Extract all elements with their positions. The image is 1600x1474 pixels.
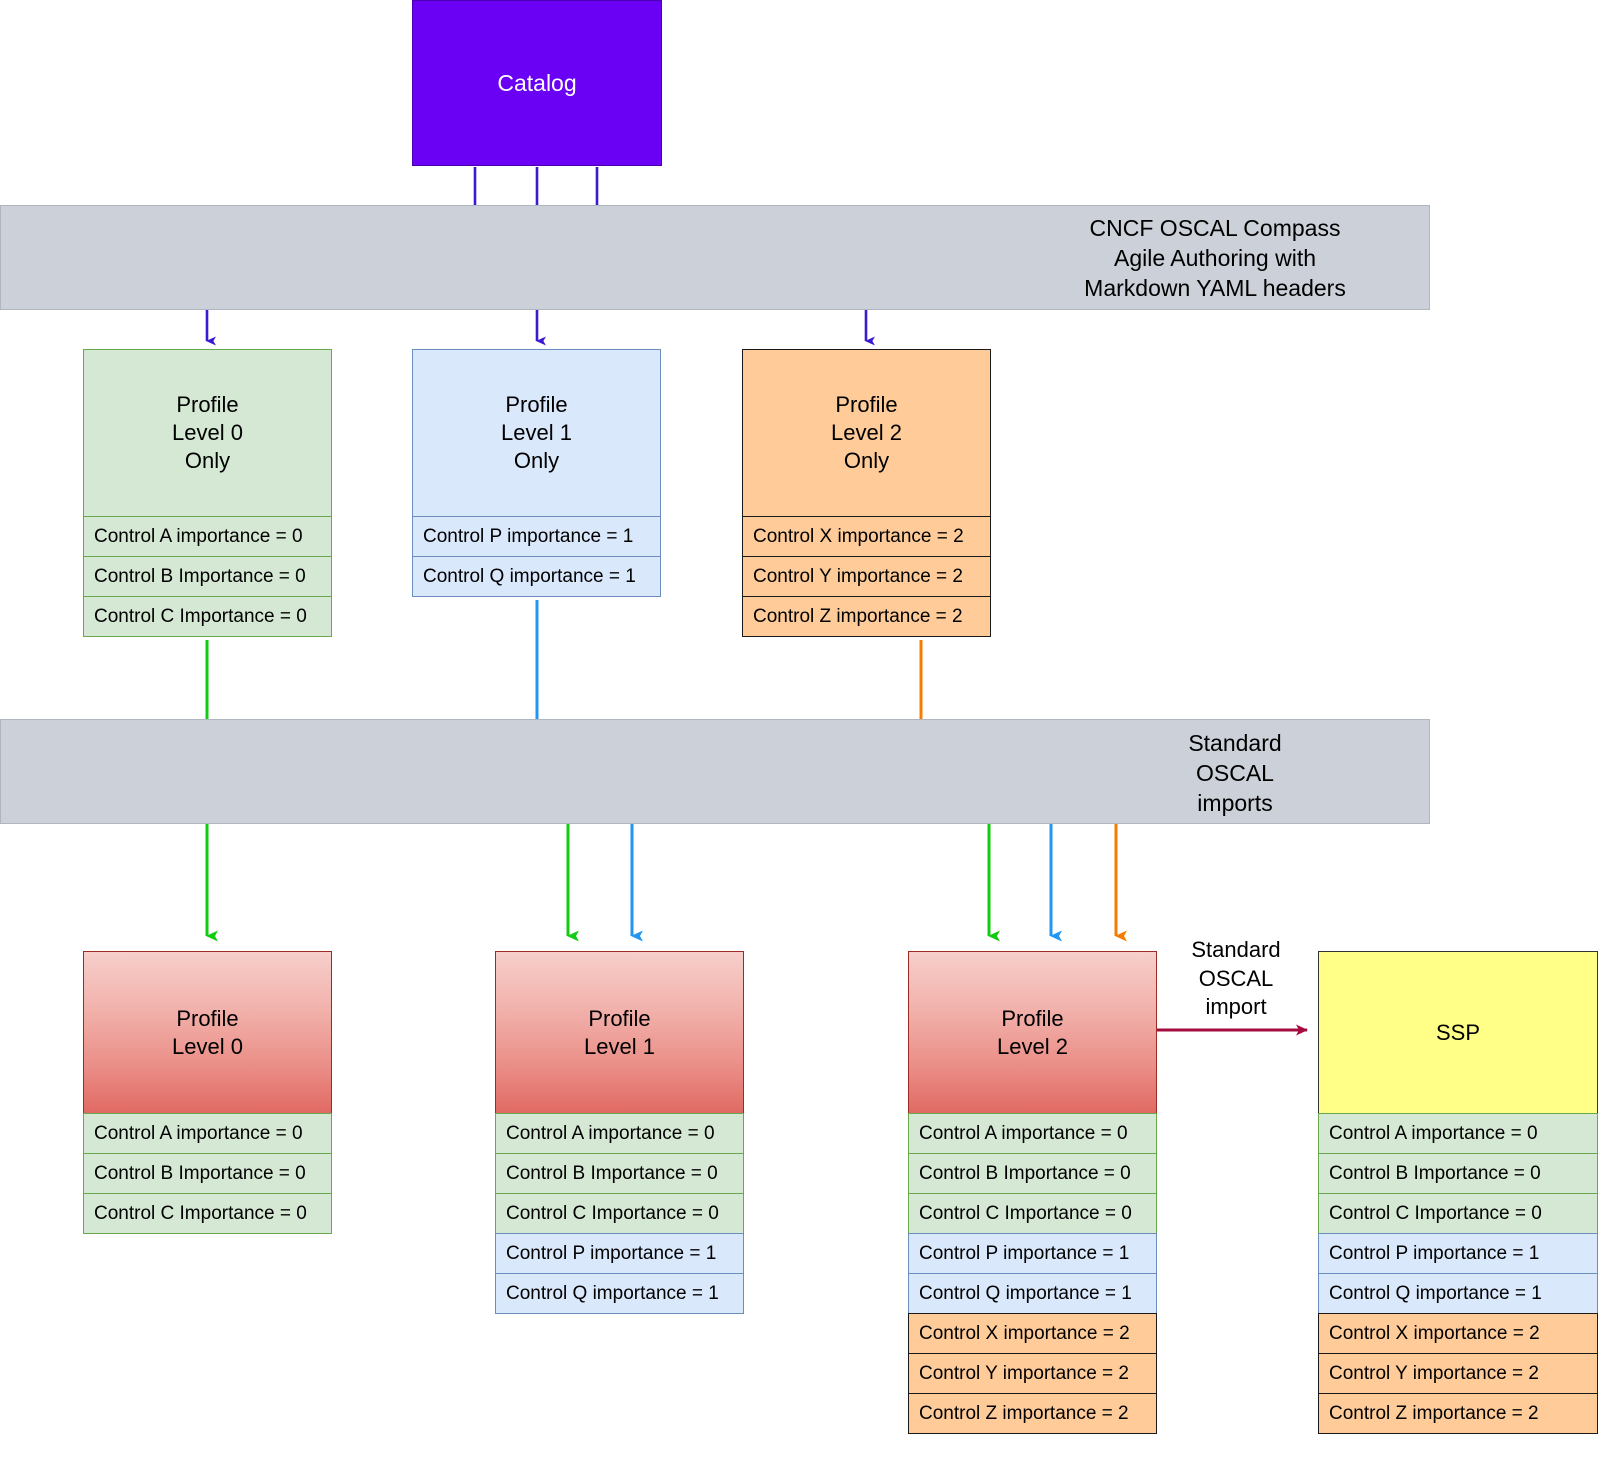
resolved-profile-level-1-header: Profile Level 1: [495, 951, 744, 1114]
control-row: Control C Importance = 0: [83, 596, 332, 637]
banner-authoring-label: CNCF OSCAL Compass Agile Authoring with …: [1084, 215, 1346, 301]
control-row: Control Q importance = 1: [412, 556, 661, 597]
control-row: Control C Importance = 0: [83, 1193, 332, 1234]
banner-imports: [0, 719, 1430, 824]
catalog-header-label: Catalog: [412, 0, 662, 166]
control-row: Control A importance = 0: [83, 516, 332, 557]
banner-authoring: [0, 205, 1430, 310]
node-profile-level-0-only[interactable]: Profile Level 0 Only Control A importanc…: [83, 349, 332, 637]
control-row: Control P importance = 1: [908, 1233, 1157, 1274]
profile-level-0-only-header: Profile Level 0 Only: [83, 349, 332, 517]
node-resolved-profile-level-1[interactable]: Profile Level 1 Control A importance = 0…: [495, 951, 744, 1314]
resolved-profile-level-0-header: Profile Level 0: [83, 951, 332, 1114]
node-resolved-profile-level-2[interactable]: Profile Level 2 Control A importance = 0…: [908, 951, 1157, 1434]
node-profile-level-1-only[interactable]: Profile Level 1 Only Control P importanc…: [412, 349, 661, 597]
control-row: Control B Importance = 0: [83, 1153, 332, 1194]
profile-level-1-only-header: Profile Level 1 Only: [412, 349, 661, 517]
control-row: Control P importance = 1: [1318, 1233, 1598, 1274]
edge-label-ssp-import: Standard OSCAL import: [1191, 937, 1281, 1020]
node-ssp[interactable]: SSP Control A importance = 0 Control B I…: [1318, 951, 1598, 1434]
node-catalog[interactable]: Catalog: [412, 0, 662, 166]
control-row: Control A importance = 0: [83, 1113, 332, 1154]
control-row: Control B Importance = 0: [495, 1153, 744, 1194]
control-row: Control Q importance = 1: [495, 1273, 744, 1314]
ssp-header: SSP: [1318, 951, 1598, 1114]
control-row: Control A importance = 0: [908, 1113, 1157, 1154]
control-row: Control Q importance = 1: [1318, 1273, 1598, 1314]
control-row: Control C Importance = 0: [495, 1193, 744, 1234]
resolved-profile-level-2-header: Profile Level 2: [908, 951, 1157, 1114]
control-row: Control A importance = 0: [495, 1113, 744, 1154]
control-row: Control Z importance = 2: [1318, 1393, 1598, 1434]
control-row: Control X importance = 2: [908, 1313, 1157, 1354]
node-resolved-profile-level-0[interactable]: Profile Level 0 Control A importance = 0…: [83, 951, 332, 1234]
control-row: Control Y importance = 2: [908, 1353, 1157, 1394]
control-row: Control B Importance = 0: [1318, 1153, 1598, 1194]
control-row: Control C Importance = 0: [908, 1193, 1157, 1234]
banner-imports-label: Standard OSCAL imports: [1188, 730, 1282, 816]
control-row: Control A importance = 0: [1318, 1113, 1598, 1154]
control-row: Control Z importance = 2: [908, 1393, 1157, 1434]
control-row: Control C Importance = 0: [1318, 1193, 1598, 1234]
control-row: Control Y importance = 2: [742, 556, 991, 597]
control-row: Control Y importance = 2: [1318, 1353, 1598, 1394]
control-row: Control Z importance = 2: [742, 596, 991, 637]
control-row: Control B Importance = 0: [908, 1153, 1157, 1194]
profile-level-2-only-header: Profile Level 2 Only: [742, 349, 991, 517]
control-row: Control B Importance = 0: [83, 556, 332, 597]
node-profile-level-2-only[interactable]: Profile Level 2 Only Control X importanc…: [742, 349, 991, 637]
control-row: Control X importance = 2: [742, 516, 991, 557]
control-row: Control P importance = 1: [412, 516, 661, 557]
control-row: Control P importance = 1: [495, 1233, 744, 1274]
control-row: Control Q importance = 1: [908, 1273, 1157, 1314]
control-row: Control X importance = 2: [1318, 1313, 1598, 1354]
